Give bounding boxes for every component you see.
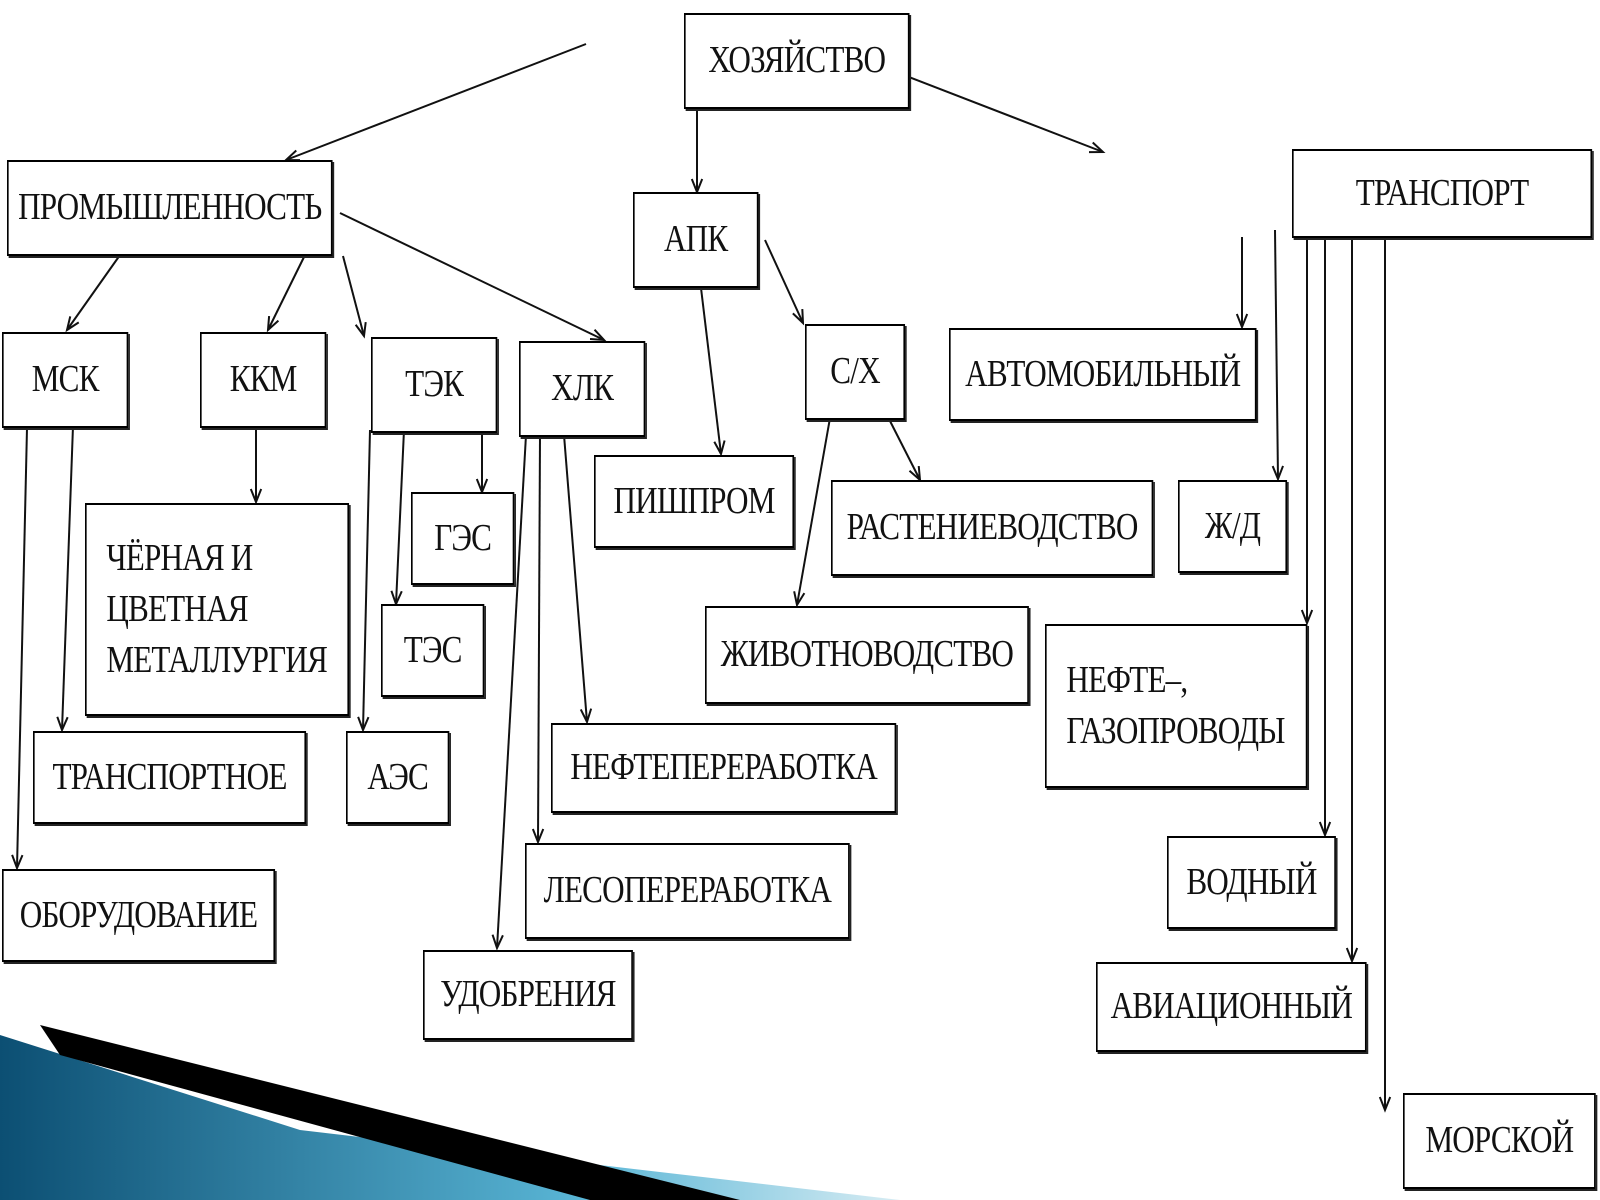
edge-msk-transportnoe xyxy=(56,425,74,733)
edge-transport-avtomobilny xyxy=(1235,237,1249,330)
node-udobreniya-label: УДОБРЕНИЯ xyxy=(440,973,616,1016)
node-avtomobilny: АВТОМОБИЛЬНЫЙ xyxy=(949,328,1257,421)
node-promyshlennost: ПРОМЫШЛЕННОСТЬ xyxy=(7,160,333,256)
edge-prom-tek xyxy=(342,255,367,339)
node-neftegaz: НЕФТЕ–, ГАЗОПРОВОДЫ xyxy=(1045,624,1308,788)
node-tek-label: ТЭК xyxy=(405,363,464,406)
node-transport: ТРАНСПОРТ xyxy=(1292,149,1593,238)
edge-transport-aviatsionny xyxy=(1345,235,1359,964)
node-metallurgiya-label: ЧЁРНАЯ И ЦВЕТНАЯ МЕТАЛЛУРГИЯ xyxy=(106,536,327,682)
node-metallurgiya: ЧЁРНАЯ И ЦВЕТНАЯ МЕТАЛЛУРГИЯ xyxy=(85,503,350,716)
edge-tek-ges xyxy=(475,428,489,495)
node-khozyaistvo: ХОЗЯЙСТВО xyxy=(684,13,910,109)
node-pishprom-label: ПИШПРОМ xyxy=(613,479,775,522)
node-kkm-label: ККМ xyxy=(229,358,298,401)
node-pishprom: ПИШПРОМ xyxy=(594,455,795,548)
node-vodny: ВОДНЫЙ xyxy=(1167,836,1336,929)
node-aes: АЭС xyxy=(346,731,450,824)
node-transportnoe-label: ТРАНСПОРТНОЕ xyxy=(52,755,287,798)
node-tes-label: ТЭС xyxy=(403,628,463,671)
edge-hlk-lesopererabotka xyxy=(531,434,545,845)
node-ges: ГЭС xyxy=(411,492,515,585)
edge-khozyaistvo-apk xyxy=(690,109,704,195)
node-apk: АПК xyxy=(633,192,759,288)
edge-transport-vodny xyxy=(1318,235,1332,838)
edge-sx-rastenievodstvo xyxy=(889,420,922,483)
edge-kkm-metallurgiya xyxy=(249,426,263,505)
node-oborudovanie-label: ОБОРУДОВАНИЕ xyxy=(19,893,258,936)
node-neftepererabotka-label: НЕФТЕПЕРЕРАБОТКА xyxy=(570,746,877,789)
edge-tek-tes xyxy=(390,429,405,607)
edge-tek-aes xyxy=(357,429,371,733)
edge-prom-kkm xyxy=(266,254,306,333)
node-zhivotnovodstvo: ЖИВОТНОВОДСТВО xyxy=(705,606,1029,704)
node-promyshlennost-label: ПРОМЫШЛЕННОСТЬ xyxy=(18,186,322,229)
node-msk: МСК xyxy=(2,332,129,428)
node-lesopererabotka-label: ЛЕСОПЕРЕРАБОТКА xyxy=(543,869,832,912)
node-hlk: ХЛК xyxy=(519,341,646,437)
edge-transport-zhd xyxy=(1271,229,1284,482)
edge-prom-msk xyxy=(65,254,121,333)
edge-apk-pishprom xyxy=(700,287,726,457)
node-aviatsionny: АВИАЦИОННЫЙ xyxy=(1096,962,1367,1052)
node-tek: ТЭК xyxy=(371,337,498,433)
node-transportnoe: ТРАНСПОРТНОЕ xyxy=(33,731,307,824)
node-apk-label: АПК xyxy=(664,218,728,261)
node-zhivotnovodstvo-label: ЖИВОТНОВОДСТВО xyxy=(720,633,1014,676)
node-neftepererabotka: НЕФТЕПЕРЕРАБОТКА xyxy=(551,723,897,813)
node-kkm: ККМ xyxy=(200,332,327,428)
deco-blue-wedge xyxy=(0,1035,900,1200)
node-msk-label: МСК xyxy=(31,358,100,401)
node-sx-label: С/Х xyxy=(830,350,880,393)
edge-transport-morskoy xyxy=(1378,235,1392,1113)
node-rastenievodstvo: РАСТЕНИЕВОДСТВО xyxy=(831,480,1154,576)
node-neftegaz-label: НЕФТЕ–, ГАЗОПРОВОДЫ xyxy=(1066,658,1285,752)
node-khozyaistvo-label: ХОЗЯЙСТВО xyxy=(708,39,886,82)
edge-msk-oborudovanie xyxy=(11,427,28,871)
node-zhd-label: Ж/Д xyxy=(1204,504,1261,547)
node-transport-label: ТРАНСПОРТ xyxy=(1355,171,1529,214)
node-aviatsionny-label: АВИАЦИОННЫЙ xyxy=(1110,985,1353,1028)
node-hlk-label: ХЛК xyxy=(551,367,614,410)
node-tes: ТЭС xyxy=(381,604,485,697)
node-avtomobilny-label: АВТОМОБИЛЬНЫЙ xyxy=(965,352,1241,395)
node-vodny-label: ВОДНЫЙ xyxy=(1186,860,1317,903)
node-lesopererabotka: ЛЕСОПЕРЕРАБОТКА xyxy=(525,843,850,939)
node-zhd: Ж/Д xyxy=(1178,480,1288,573)
edge-transport-neftegaz xyxy=(1300,235,1314,626)
node-morskoy-label: МОРСКОЙ xyxy=(1425,1119,1574,1162)
edge-hlk-neftepererabotka xyxy=(563,434,593,725)
edge-prom-hlk xyxy=(339,212,607,342)
node-sx: С/Х xyxy=(805,324,906,420)
node-oborudovanie: ОБОРУДОВАНИЕ xyxy=(2,869,276,962)
deco-black-stripe xyxy=(40,1025,740,1200)
edge-hlk-udobreniya xyxy=(491,434,527,951)
node-ges-label: ГЭС xyxy=(434,516,492,559)
node-udobreniya: УДОБРЕНИЯ xyxy=(423,950,633,1040)
edge-apk-sx xyxy=(764,239,805,326)
node-morskoy: МОРСКОЙ xyxy=(1403,1093,1596,1189)
node-rastenievodstvo-label: РАСТЕНИЕВОДСТВО xyxy=(846,506,1139,549)
node-aes-label: АЭС xyxy=(367,755,428,798)
slide-corner-decoration xyxy=(0,1025,900,1200)
edge-top-left-arrow xyxy=(283,43,587,162)
edge-sx-zhivotnovodstvo xyxy=(793,417,831,608)
